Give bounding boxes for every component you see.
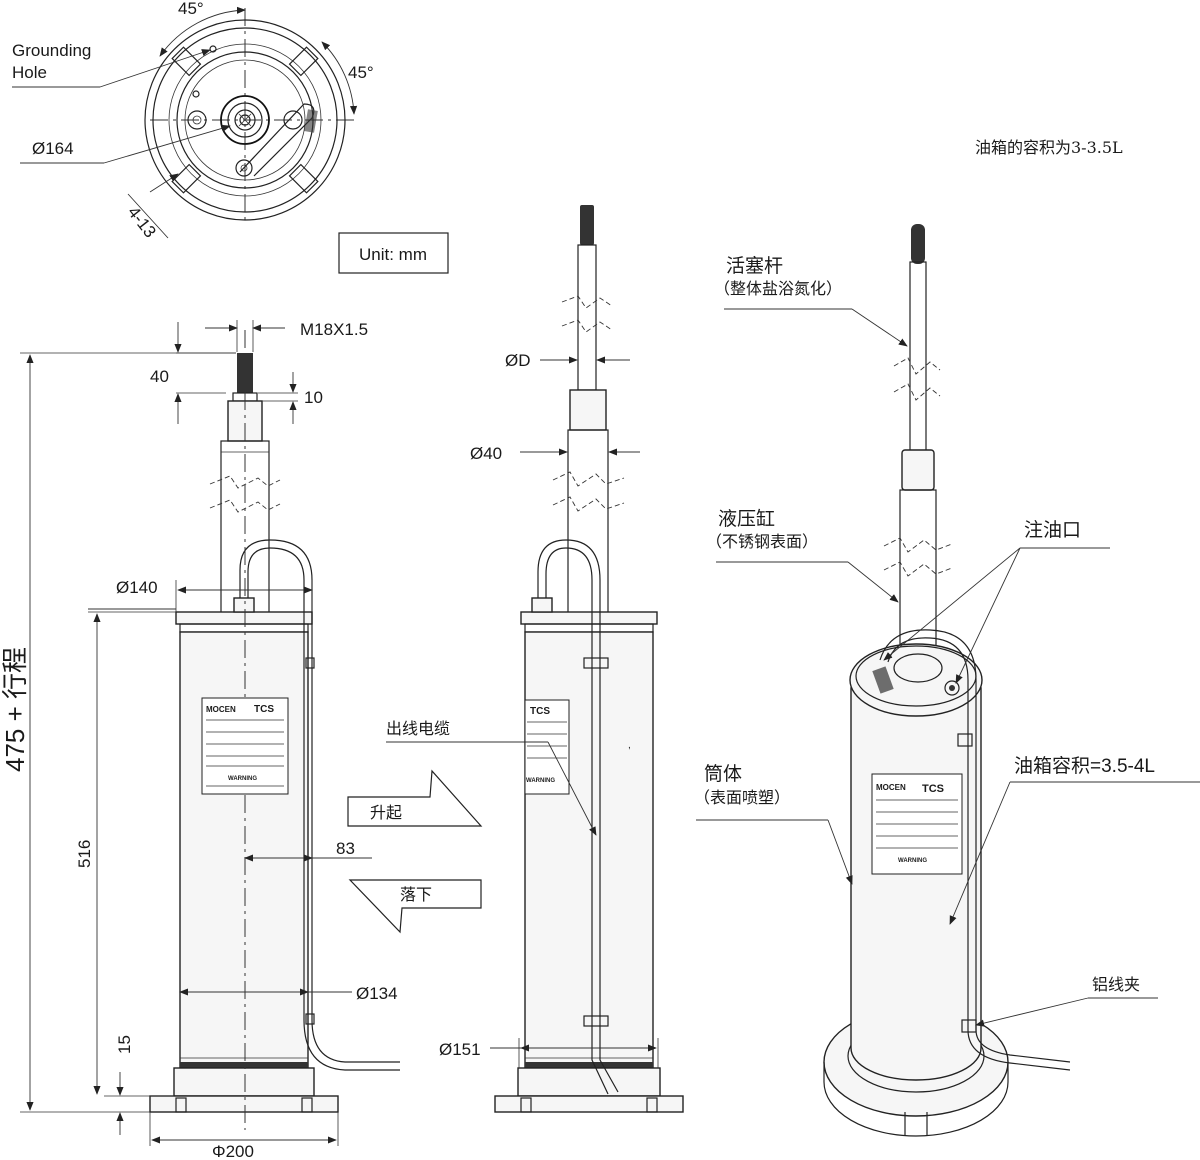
left-view: MOCEN TCS WARNING M18X1.5 40 10 bbox=[0, 320, 400, 1160]
nameplate-warning: WARNING bbox=[228, 776, 257, 782]
middle-view: TCS WARNING ØD Ø40 出线电缆 Ø151 bbox=[386, 205, 684, 1113]
dia-151-label: Ø151 bbox=[439, 1040, 481, 1059]
raise-label: 升起 bbox=[370, 803, 402, 822]
nameplate-left: MOCEN TCS WARNING bbox=[201, 697, 289, 795]
stray-mark: , bbox=[628, 740, 631, 751]
dim-15-label: 15 bbox=[115, 1035, 134, 1054]
nameplate-warning-middle: WARNING bbox=[526, 778, 555, 784]
cylinder-note: （不锈钢表面） bbox=[706, 532, 818, 551]
grounding-hole-label-1: Grounding bbox=[12, 41, 91, 60]
lower-arrow bbox=[348, 879, 482, 934]
piston-rod-label: 活塞杆 bbox=[726, 255, 783, 277]
cable-label: 出线电缆 bbox=[386, 719, 450, 738]
nameplate-model: TCS bbox=[254, 704, 274, 715]
dim-40-label: 40 bbox=[150, 367, 169, 386]
housing-label: 筒体 bbox=[704, 763, 742, 785]
total-length-label: 475 + 行程 bbox=[0, 647, 30, 772]
raise-arrow bbox=[347, 769, 483, 827]
dim-10-label: 10 bbox=[304, 388, 323, 407]
nameplate-warning-right: WARNING bbox=[898, 858, 927, 864]
diameter-164-label: Ø164 bbox=[32, 139, 74, 158]
lower-label: 落下 bbox=[400, 885, 432, 904]
right-view: MOCEN TCS WARNING 活塞杆 （整体盐浴氮化） 液压缸 （不锈钢表… bbox=[694, 224, 1200, 1137]
grounding-hole-label-2: Hole bbox=[12, 63, 47, 82]
nameplate-brand: MOCEN bbox=[206, 705, 236, 714]
unit-label: Unit: mm bbox=[359, 245, 427, 264]
mount-slots bbox=[171, 46, 319, 194]
thread-label: M18X1.5 bbox=[300, 320, 368, 339]
dim-83-label: 83 bbox=[336, 839, 355, 858]
tank-volume-label: 油箱容积=3.5-4L bbox=[1014, 755, 1155, 777]
nameplate-brand-right: MOCEN bbox=[876, 783, 906, 792]
piston-rod-note: （整体盐浴氮化） bbox=[714, 279, 842, 298]
cylinder-label: 液压缸 bbox=[718, 508, 775, 530]
angle-right-label: 45° bbox=[348, 63, 374, 82]
dia-d-label: ØD bbox=[505, 351, 531, 370]
nameplate-model-right: TCS bbox=[922, 783, 944, 795]
oil-port-label: 注油口 bbox=[1024, 519, 1081, 541]
dia-134-label: Ø134 bbox=[356, 984, 398, 1003]
clamp-label: 铝线夹 bbox=[1092, 975, 1140, 994]
capacity-note: 油箱的容积为3-3.5L bbox=[975, 138, 1123, 157]
dia-40-middle-label: Ø40 bbox=[470, 444, 502, 463]
top-view: 45° 45° Grounding Hole Ø164 4-13 bbox=[12, 0, 374, 241]
holes-label: 4-13 bbox=[124, 203, 160, 242]
nameplate-right: MOCEN TCS WARNING bbox=[871, 773, 963, 875]
dia-140-label: Ø140 bbox=[116, 578, 158, 597]
unit-box: Unit: mm bbox=[338, 232, 449, 274]
dia-200-label: Φ200 bbox=[212, 1142, 254, 1160]
nameplate-middle: TCS WARNING bbox=[524, 699, 570, 795]
housing-note: （表面喷塑） bbox=[694, 788, 790, 807]
angle-top-label: 45° bbox=[178, 0, 204, 18]
nameplate-model-middle: TCS bbox=[530, 706, 550, 717]
motion-arrows: 升起 落下 bbox=[347, 769, 483, 934]
dim-516-label: 516 bbox=[75, 840, 94, 868]
